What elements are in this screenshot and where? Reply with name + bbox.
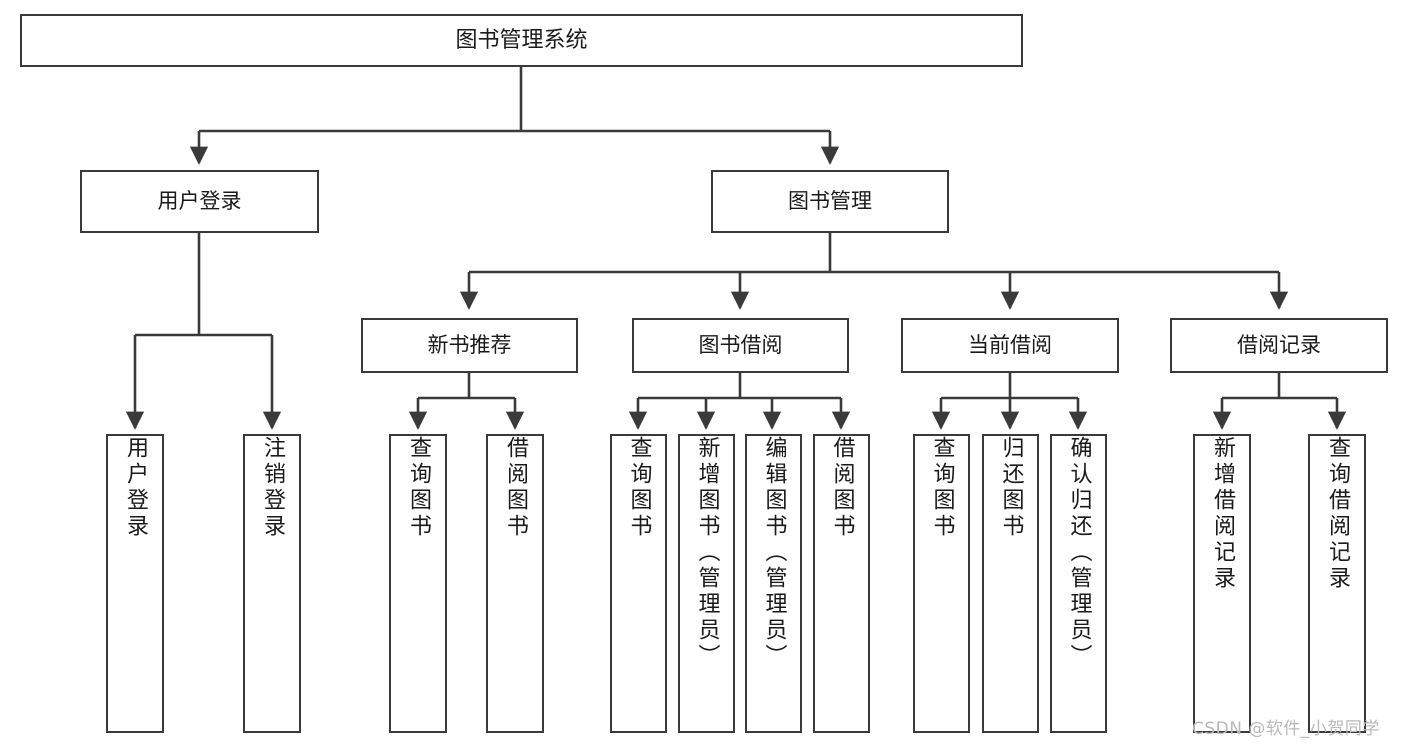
node-leaf-query-record-label: 查询借阅记录 <box>1325 436 1350 592</box>
node-borrow-record-label: 借阅记录 <box>1237 333 1321 358</box>
node-root-label: 图书管理系统 <box>455 27 588 53</box>
node-leaf-logout-label: 注销登录 <box>260 436 285 540</box>
node-leaf-query-book-1-label: 查询图书 <box>406 436 431 540</box>
node-current-borrow[interactable]: 当前借阅 <box>901 318 1119 373</box>
node-book-borrow[interactable]: 图书借阅 <box>632 318 849 373</box>
node-leaf-add-record[interactable]: 新增借阅记录 <box>1193 434 1251 733</box>
node-leaf-confirm-return-label: 确认归还（管理员） <box>1066 436 1092 670</box>
node-book-management-label: 图书管理 <box>788 189 872 214</box>
node-leaf-borrow-book-2-label: 借阅图书 <box>829 436 855 540</box>
node-leaf-return-book[interactable]: 归还图书 <box>982 434 1039 733</box>
node-leaf-borrow-book-2[interactable]: 借阅图书 <box>813 434 870 733</box>
node-leaf-return-book-label: 归还图书 <box>998 436 1024 540</box>
node-leaf-add-book[interactable]: 新增图书（管理员） <box>678 434 735 733</box>
node-leaf-query-book-1[interactable]: 查询图书 <box>389 434 447 733</box>
node-root[interactable]: 图书管理系统 <box>20 14 1023 67</box>
node-leaf-edit-book-label: 编辑图书（管理员） <box>761 436 787 670</box>
node-leaf-query-book-2-label: 查询图书 <box>626 436 652 540</box>
node-leaf-confirm-return[interactable]: 确认归还（管理员） <box>1050 434 1107 733</box>
node-leaf-query-book-3[interactable]: 查询图书 <box>913 434 970 733</box>
node-leaf-user-login[interactable]: 用户登录 <box>106 434 164 733</box>
node-leaf-query-record[interactable]: 查询借阅记录 <box>1308 434 1366 733</box>
node-new-book-recommend-label: 新书推荐 <box>427 333 512 358</box>
node-leaf-query-book-3-label: 查询图书 <box>929 436 955 540</box>
node-leaf-edit-book[interactable]: 编辑图书（管理员） <box>745 434 802 733</box>
node-leaf-add-record-label: 新增借阅记录 <box>1210 436 1235 592</box>
csdn-watermark: CSDN @软件_小贺同学 <box>1192 719 1380 739</box>
node-leaf-query-book-2[interactable]: 查询图书 <box>610 434 667 733</box>
node-book-management[interactable]: 图书管理 <box>711 170 949 233</box>
node-leaf-borrow-book-1-label: 借阅图书 <box>503 436 528 540</box>
node-borrow-record[interactable]: 借阅记录 <box>1170 318 1388 373</box>
node-leaf-borrow-book-1[interactable]: 借阅图书 <box>486 434 544 733</box>
node-current-borrow-label: 当前借阅 <box>968 333 1052 358</box>
node-leaf-add-book-label: 新增图书（管理员） <box>694 436 720 670</box>
node-leaf-user-login-label: 用户登录 <box>123 436 148 540</box>
node-user-login[interactable]: 用户登录 <box>80 170 319 233</box>
node-book-borrow-label: 图书借阅 <box>698 333 783 358</box>
node-leaf-logout[interactable]: 注销登录 <box>243 434 301 733</box>
node-user-login-label: 用户登录 <box>157 189 242 214</box>
node-new-book-recommend[interactable]: 新书推荐 <box>361 318 578 373</box>
